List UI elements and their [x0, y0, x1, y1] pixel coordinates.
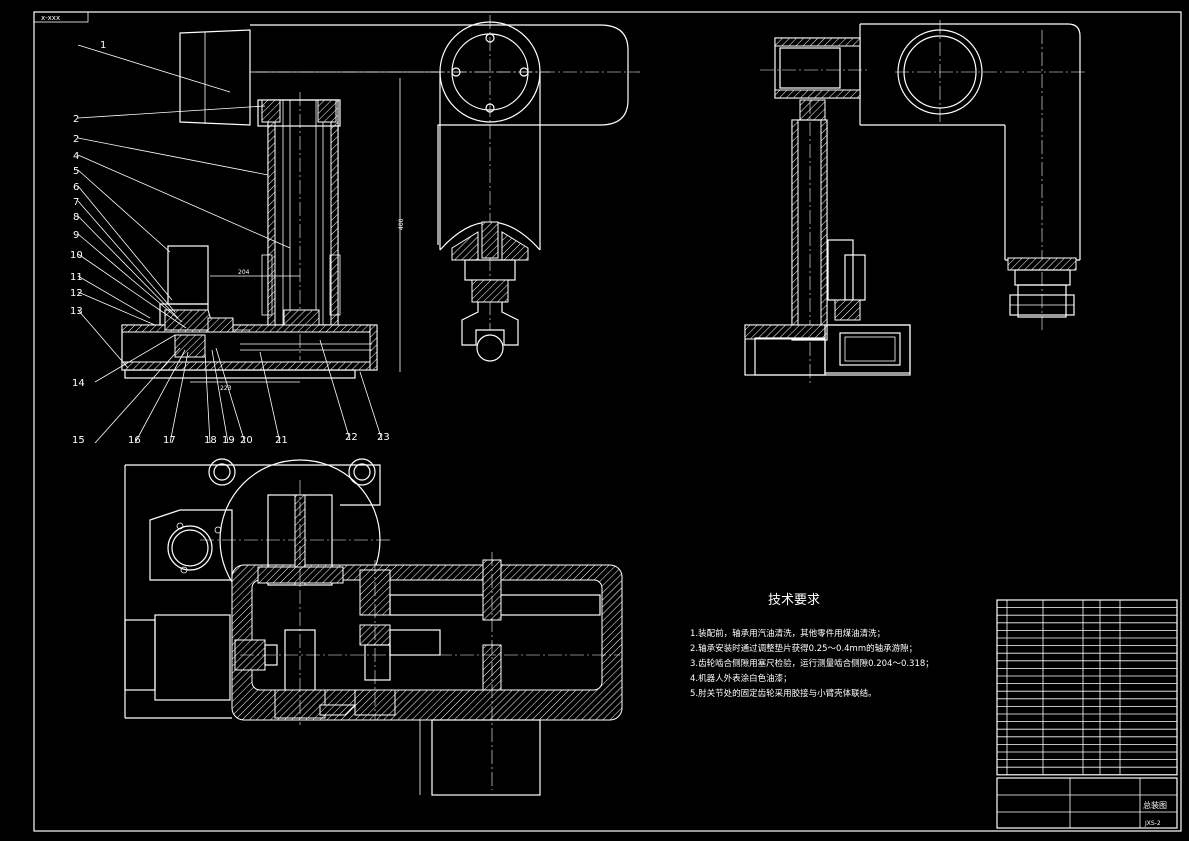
plan-view: [124, 458, 623, 796]
svg-text:20: 20: [240, 435, 253, 446]
svg-text:4.机器人外表涂白色油漆；: 4.机器人外表涂白色油漆；: [690, 673, 792, 684]
svg-text:17: 17: [163, 435, 176, 446]
svg-text:223: 223: [220, 385, 232, 392]
parts-list: [996, 599, 1178, 776]
svg-text:13: 13: [70, 306, 83, 317]
svg-text:10: 10: [70, 250, 83, 261]
svg-text:2.轴承安装时通过调整垫片获得0.25～0.4mm的轴承游隙: 2.轴承安装时通过调整垫片获得0.25～0.4mm的轴承游隙；: [690, 643, 917, 654]
front-section-view: 400 204 223: [121, 24, 640, 392]
svg-text:14: 14: [72, 378, 85, 389]
svg-text:11: 11: [70, 272, 83, 283]
svg-text:22: 22: [345, 432, 358, 443]
svg-text:技术要求: 技术要求: [768, 593, 820, 608]
sheet-border: [33, 11, 1182, 832]
svg-text:18: 18: [204, 435, 217, 446]
svg-text:JXS-2: JXS-2: [1144, 820, 1161, 827]
svg-text:6: 6: [73, 182, 79, 193]
svg-text:9: 9: [73, 230, 79, 241]
svg-text:7: 7: [73, 197, 79, 208]
part-callouts: 1 2 2 4 5 6 7 8 9 10 11 12 13 14 15 16 1…: [70, 40, 390, 446]
sheet-tag: x-xxx: [33, 11, 89, 23]
svg-text:2: 2: [73, 134, 79, 145]
svg-text:总装图: 总装图: [1143, 800, 1167, 810]
svg-text:1.装配前，轴承用汽油清洗，其他零件用煤油清洗；: 1.装配前，轴承用汽油清洗，其他零件用煤油清洗；: [690, 628, 885, 639]
title-block: 总装图 JXS-2: [996, 777, 1178, 829]
svg-text:400: 400: [398, 218, 405, 230]
svg-text:1: 1: [100, 40, 106, 51]
svg-text:3.齿轮啮合侧隙用塞尺检验，运行测量啮合侧隙0.204～0.: 3.齿轮啮合侧隙用塞尺检验，运行测量啮合侧隙0.204～0.318；: [690, 658, 934, 669]
svg-text:16: 16: [128, 435, 141, 446]
svg-text:204: 204: [238, 269, 250, 276]
forearm-gripper-view: [430, 15, 550, 362]
svg-text:23: 23: [377, 432, 390, 443]
svg-text:2: 2: [73, 114, 79, 125]
svg-text:21: 21: [275, 435, 288, 446]
svg-text:x-xxx: x-xxx: [41, 14, 60, 22]
svg-text:4: 4: [73, 151, 79, 162]
svg-text:8: 8: [73, 212, 79, 223]
svg-text:5.肘关节处的固定齿轮采用胶接与小臂壳体联结。: 5.肘关节处的固定齿轮采用胶接与小臂壳体联结。: [690, 688, 877, 699]
svg-text:19: 19: [222, 435, 235, 446]
svg-text:12: 12: [70, 288, 83, 299]
svg-text:5: 5: [73, 166, 79, 177]
technical-requirements: 技术要求 1.装配前，轴承用汽油清洗，其他零件用煤油清洗； 2.轴承安装时通过调…: [690, 593, 934, 699]
side-view: [744, 20, 1085, 385]
svg-text:15: 15: [72, 435, 85, 446]
